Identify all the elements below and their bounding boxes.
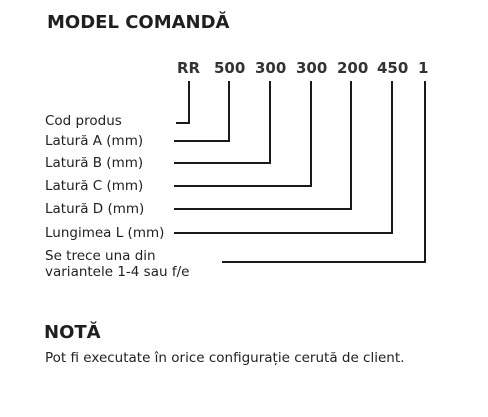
label-lungimea: Lungimea L (mm) (45, 225, 165, 241)
code-part-side-d: 200 (337, 59, 369, 77)
label-cod-produs: Cod produs (45, 113, 122, 129)
leader-line-variant (222, 81, 426, 263)
code-part-variant: 1 (418, 59, 429, 77)
label-variant-line1: Se trece una din (45, 248, 156, 264)
leader-line-latura-d (174, 81, 352, 210)
label-latura-a: Latură A (mm) (45, 133, 144, 149)
code-part-rr: RR (177, 59, 201, 77)
label-latura-b: Latură B (mm) (45, 155, 144, 171)
leader-line-latura-a (174, 81, 230, 142)
leader-line-cod-produs (176, 81, 190, 124)
code-part-side-b: 300 (255, 59, 287, 77)
leader-line-latura-c (174, 81, 312, 187)
code-part-side-a: 500 (214, 59, 246, 77)
diagram-title: MODEL COMANDĂ (47, 12, 230, 33)
code-part-side-c: 300 (296, 59, 328, 77)
label-variant-line2: variantele 1-4 sau f/e (45, 264, 190, 280)
code-part-length: 450 (377, 59, 409, 77)
label-latura-c: Latură C (mm) (45, 178, 144, 194)
leader-line-latura-b (174, 81, 271, 164)
leader-line-lungimea (174, 81, 393, 234)
note-text: Pot fi executate în orice configurație c… (45, 350, 405, 366)
label-latura-d: Latură D (mm) (45, 201, 145, 217)
note-title: NOTĂ (44, 322, 101, 343)
